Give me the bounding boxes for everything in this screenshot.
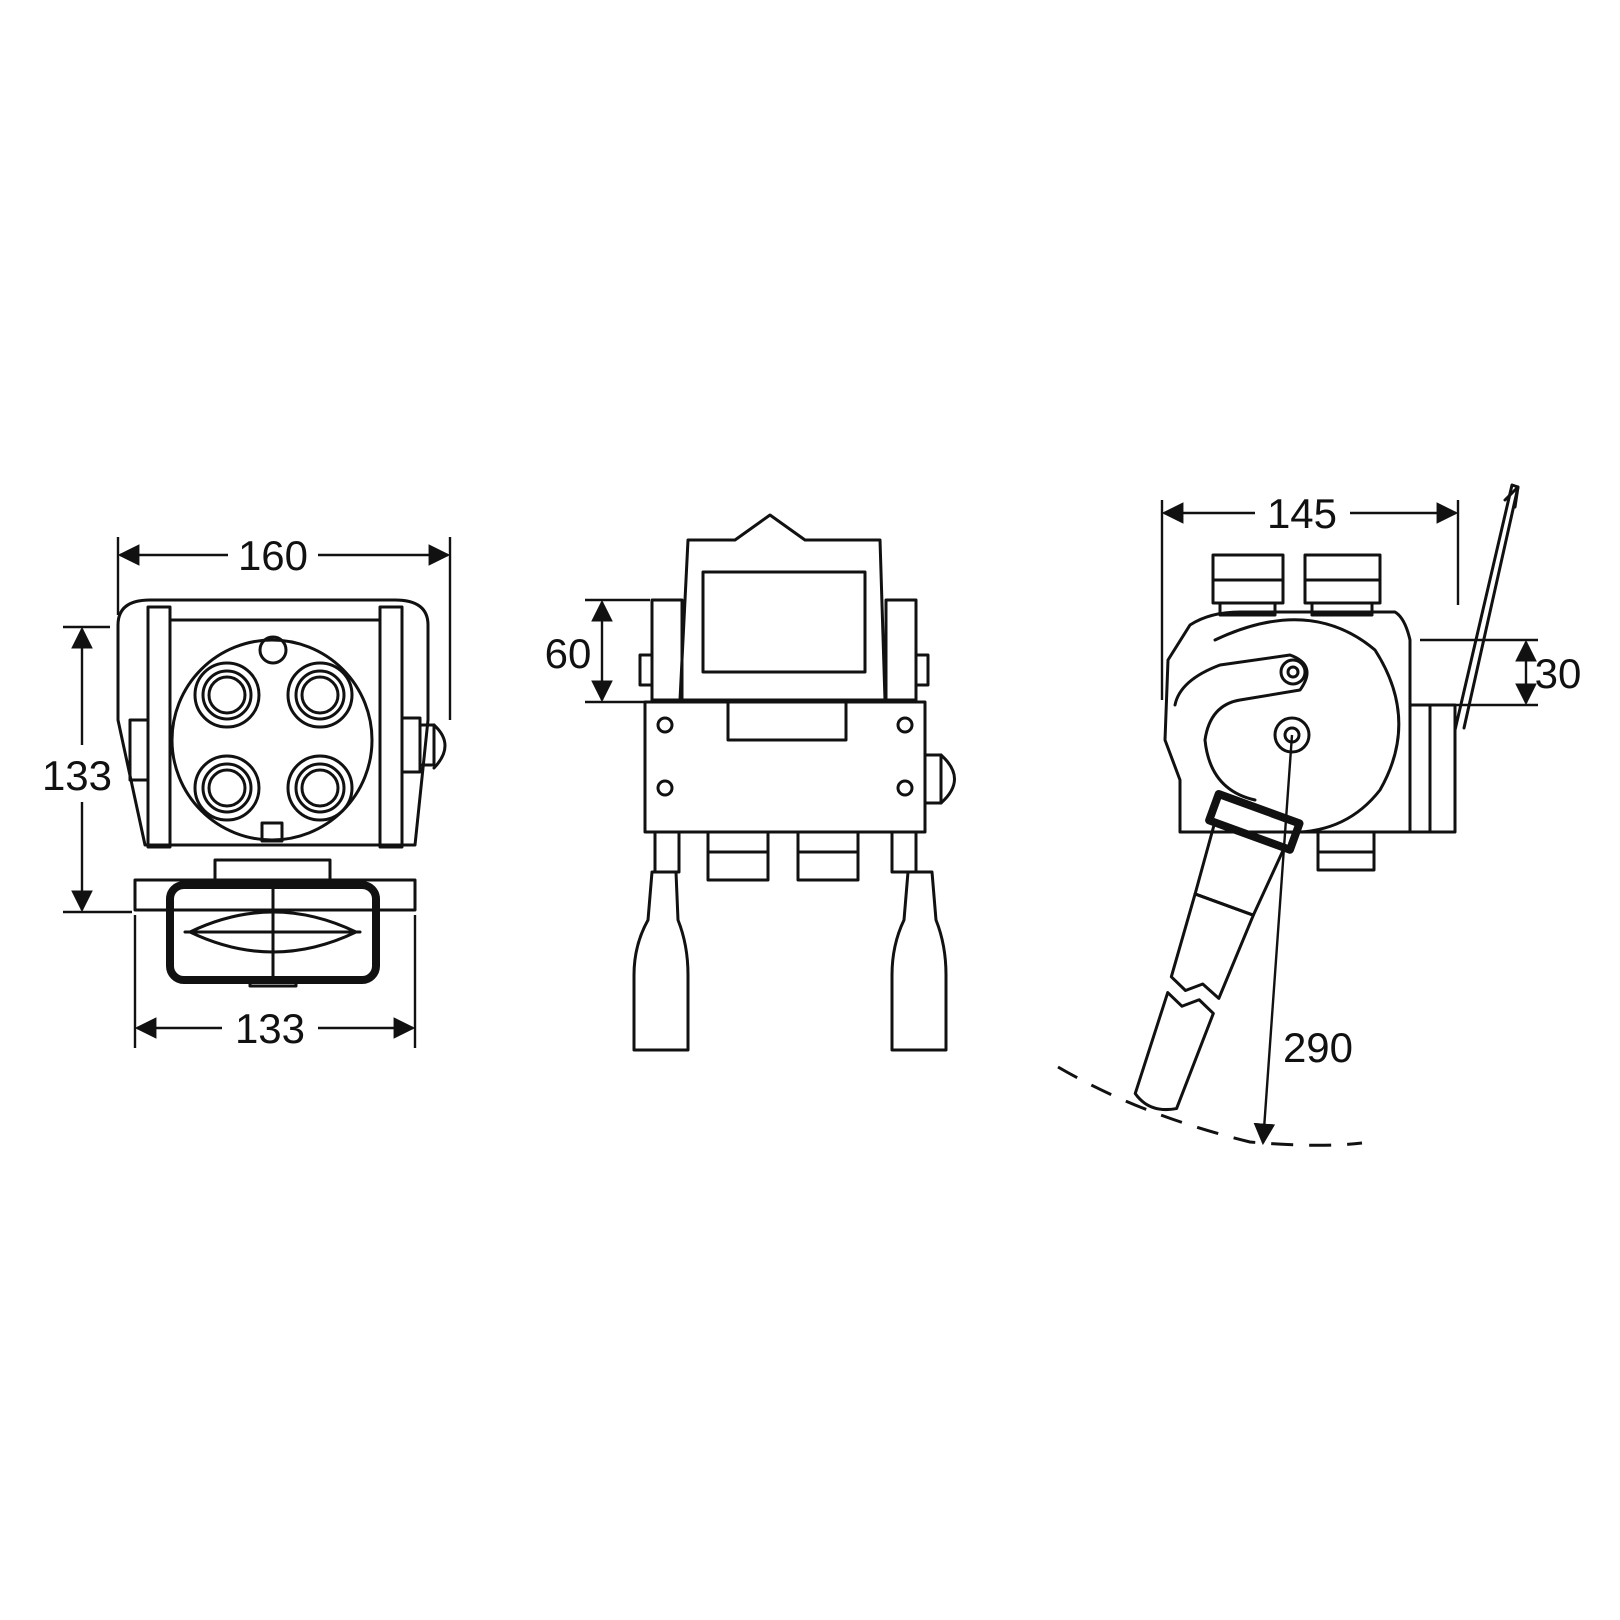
side-window xyxy=(701,570,867,674)
front-left-bolt xyxy=(128,718,150,782)
side-fittings xyxy=(653,830,918,882)
dim-133-vertical-label: 133 xyxy=(42,752,112,799)
dim-133-bottom-label: 133 xyxy=(235,1005,305,1052)
lever-rod xyxy=(1453,483,1520,732)
dim-30-label: 30 xyxy=(1535,650,1582,697)
side-main-block xyxy=(643,700,927,834)
side-right-ear xyxy=(884,598,918,702)
front-left-pillar xyxy=(146,605,172,849)
side-left-ear xyxy=(650,598,684,702)
side-left-handle xyxy=(632,870,690,1052)
front-base-plate xyxy=(133,878,417,912)
side-bolts xyxy=(656,716,914,797)
lever-cam-arm xyxy=(1173,653,1309,802)
lever-cam-disk xyxy=(1213,618,1401,834)
lever-lower-pivot xyxy=(1273,716,1311,754)
front-right-knob xyxy=(400,716,447,774)
lever-view: 145 30 290 xyxy=(1057,483,1582,1147)
side-knob xyxy=(923,753,956,805)
front-body-outline xyxy=(116,598,430,847)
side-upper-cover xyxy=(678,513,887,702)
dim-60-label: 60 xyxy=(545,630,592,677)
front-handle-tab xyxy=(248,976,298,988)
lever-upper-pivot xyxy=(1279,658,1307,686)
side-clamp xyxy=(726,700,848,742)
front-ports xyxy=(193,635,354,843)
dim-160-label: 160 xyxy=(238,532,308,579)
side-right-handle xyxy=(890,870,948,1052)
lever-handle xyxy=(1133,790,1304,1111)
front-view: 160 133 133 xyxy=(42,532,452,1052)
dim-145-label: 145 xyxy=(1267,490,1337,537)
dim-290-label: 290 xyxy=(1283,1024,1353,1071)
lever-top-fittings xyxy=(1211,553,1382,617)
front-right-pillar xyxy=(378,605,404,849)
side-view: 60 xyxy=(545,513,956,1052)
front-handle-block xyxy=(166,881,380,984)
lever-swing-arc xyxy=(1057,1065,1363,1147)
